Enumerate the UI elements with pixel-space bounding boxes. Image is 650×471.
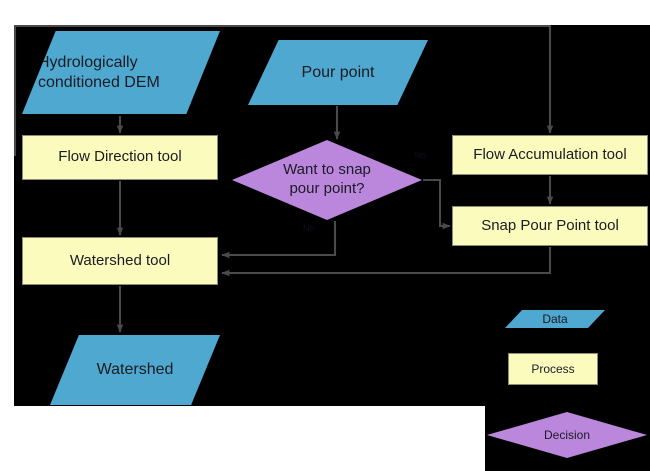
node-label: Flow Accumulation tool	[473, 145, 627, 163]
node-label: Hydrologically conditioned DEM	[38, 53, 160, 91]
node-snap-pour-point-tool[interactable]: Snap Pour Point tool	[452, 206, 648, 246]
node-label: Want to snap pour point?	[283, 161, 371, 197]
legend-item-process: Process	[508, 353, 598, 385]
edge-label-yes: Yes	[413, 150, 428, 160]
node-flow-accumulation-tool[interactable]: Flow Accumulation tool	[452, 135, 648, 175]
legend-label: Decision	[543, 427, 591, 442]
edge-decision-yes-to-snap	[423, 178, 451, 230]
node-watershed[interactable]: Watershed	[50, 335, 220, 405]
node-label: Watershed	[96, 361, 174, 379]
node-label: Pour point	[301, 63, 375, 81]
node-hydrologically-conditioned-dem[interactable]: Hydrologically conditioned DEM	[22, 31, 220, 114]
edge-snap-to-watershed-tool	[221, 247, 552, 277]
legend-label: Process	[531, 361, 575, 376]
legend-label: Data	[542, 311, 568, 326]
node-label: Watershed tool	[69, 251, 171, 269]
edge-decision-no-to-watershed-tool	[221, 221, 337, 259]
node-label: Snap Pour Point tool	[481, 216, 619, 234]
node-watershed-tool[interactable]: Watershed tool	[22, 237, 218, 285]
node-label: Flow Direction tool	[58, 148, 182, 166]
legend-item-data: Data	[505, 310, 605, 328]
edge-label-no: No	[303, 223, 315, 233]
node-pour-point[interactable]: Pour point	[248, 40, 428, 105]
edge-dem-to-flow-accumulation	[13, 24, 554, 156]
node-flow-direction-tool[interactable]: Flow Direction tool	[22, 135, 218, 180]
